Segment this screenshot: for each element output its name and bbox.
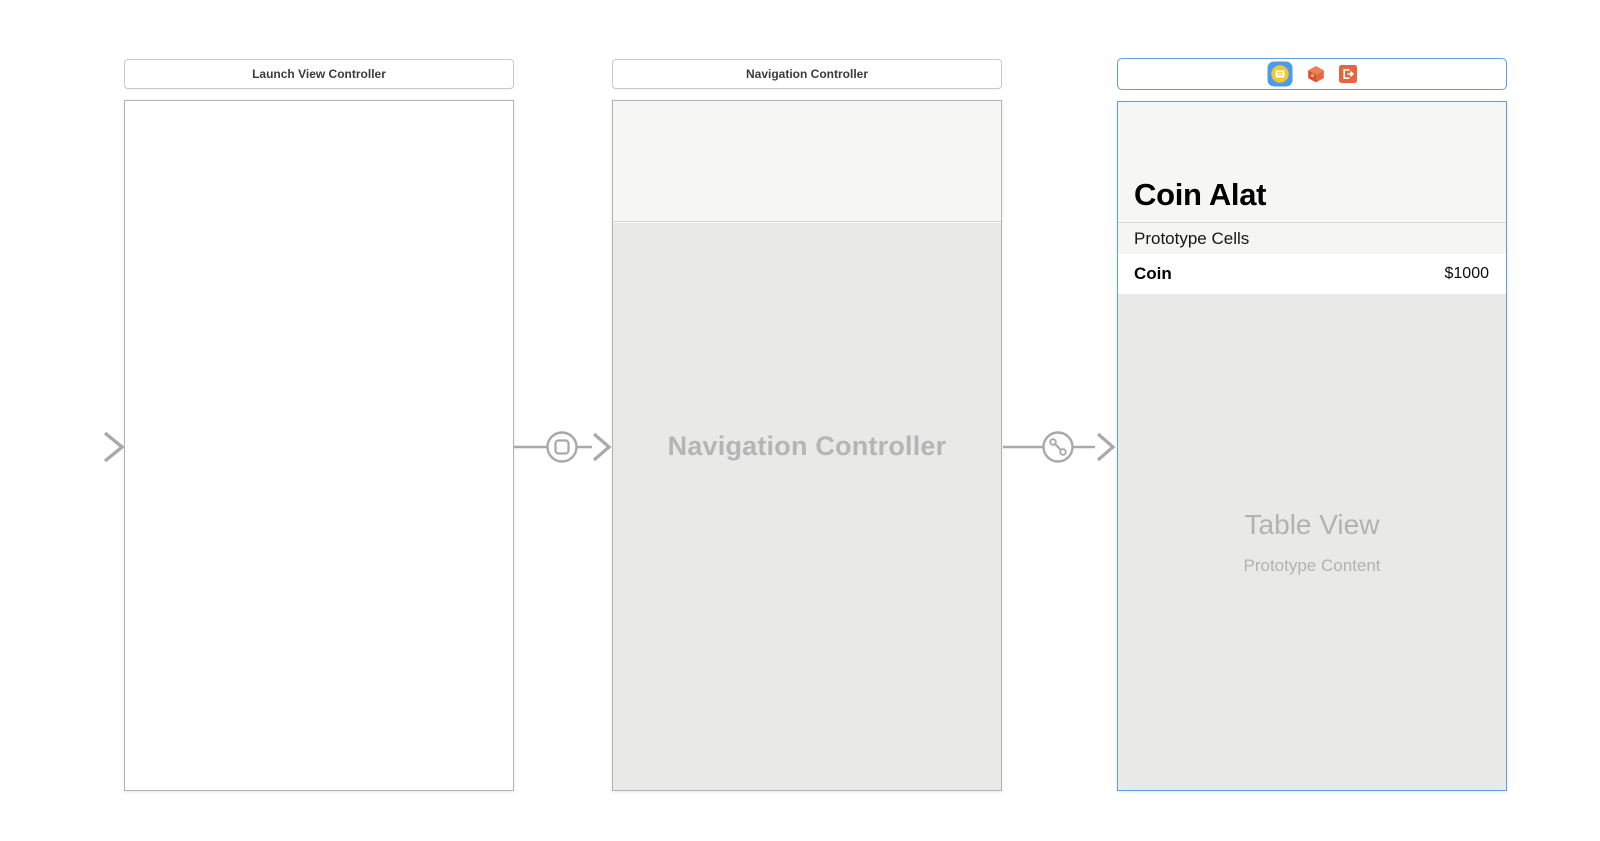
table-view-placeholder[interactable]: Table View Prototype Content — [1118, 294, 1506, 790]
nav-large-title: Coin Alat — [1134, 177, 1267, 212]
prototype-cells-section-header: Prototype Cells — [1118, 223, 1506, 254]
cell-title-label: Coin — [1134, 263, 1172, 283]
scene-dock-coin — [1117, 58, 1507, 90]
navigation-controller-ghost-label: Navigation Controller — [667, 431, 947, 461]
cell-detail-label: $1000 — [1444, 264, 1490, 282]
exit-icon[interactable] — [1339, 65, 1357, 83]
navigation-bar-placeholder — [613, 101, 1001, 222]
storyboard-entry-arrow[interactable] — [20, 427, 126, 467]
launch-view-controller-scene[interactable] — [124, 100, 514, 791]
coin-navigation-bar: Coin Alat — [1118, 102, 1506, 223]
first-responder-icon[interactable] — [1307, 65, 1325, 83]
show-segue-icon — [546, 431, 578, 463]
navigation-controller-scene[interactable]: Navigation Controller — [612, 100, 1002, 791]
scene-title-navigation-label: Navigation Controller — [745, 67, 868, 81]
view-controller-icon[interactable] — [1267, 61, 1293, 87]
segue-root-view-controller-arrow[interactable] — [1003, 427, 1117, 467]
root-view-controller-segue-icon — [1042, 431, 1074, 463]
navigation-content-area — [613, 223, 1001, 790]
segue-show-arrow[interactable] — [514, 427, 612, 467]
table-view-placeholder-title: Table View — [1244, 508, 1380, 540]
scene-titlebar-navigation[interactable]: Navigation Controller — [612, 59, 1002, 89]
prototype-cells-label: Prototype Cells — [1134, 228, 1250, 248]
coin-alat-table-view-controller-scene[interactable]: Coin Alat Prototype Cells Coin $1000 Tab… — [1117, 101, 1507, 791]
table-view-placeholder-subtitle: Prototype Content — [1243, 555, 1381, 575]
prototype-cell-coin[interactable]: Coin $1000 — [1118, 254, 1506, 293]
scene-title-launch-label: Launch View Controller — [252, 67, 386, 81]
scene-titlebar-launch[interactable]: Launch View Controller — [124, 59, 514, 89]
